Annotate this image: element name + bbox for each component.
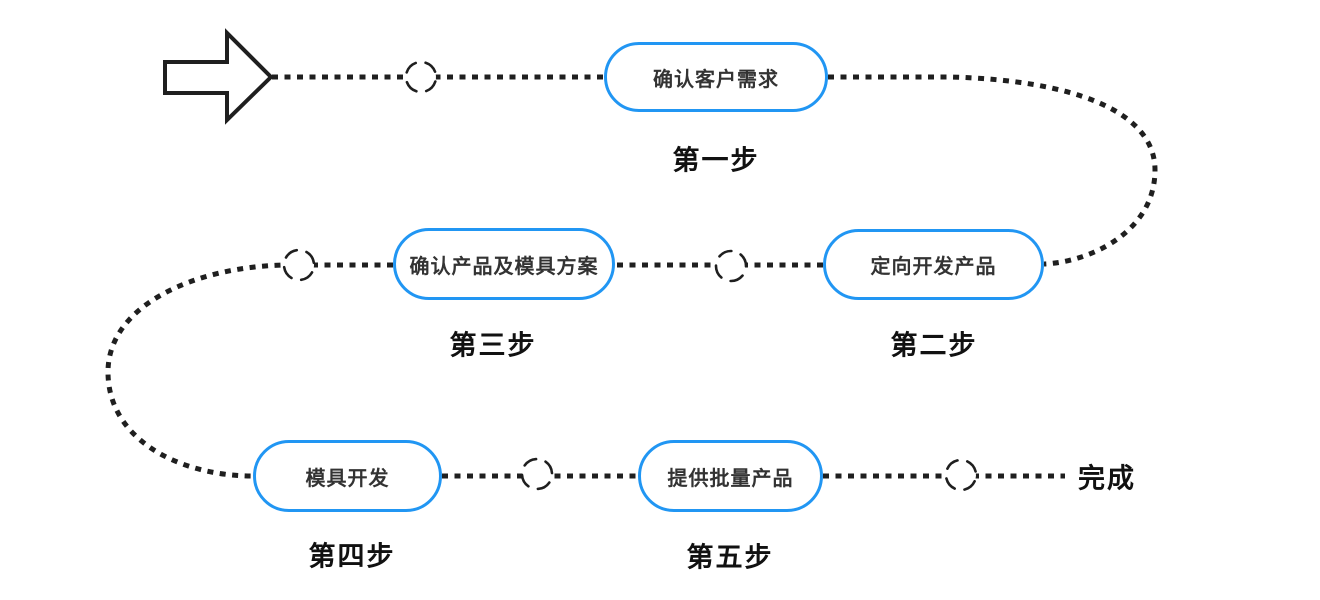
step-box-1: 确认客户需求 [604, 42, 828, 112]
step-box-4-label: 模具开发 [305, 467, 390, 490]
step-box-3-label: 确认产品及模具方案 [409, 255, 599, 278]
connector-node-icon [282, 248, 316, 282]
start-arrow-icon [163, 28, 274, 125]
step-caption-1: 第一步 [672, 145, 760, 176]
step-caption-4: 第四步 [308, 541, 396, 572]
step-box-3: 确认产品及模具方案 [393, 228, 615, 300]
step-box-5: 提供批量产品 [638, 440, 823, 512]
step-box-5-label: 提供批量产品 [667, 467, 794, 490]
finish-label: 完成 [1078, 463, 1136, 494]
connector-node-icon [404, 60, 438, 94]
step-box-2: 定向开发产品 [823, 229, 1044, 300]
step-caption-5: 第五步 [686, 542, 774, 573]
step-box-4: 模具开发 [253, 440, 442, 512]
step-caption-3: 第三步 [449, 330, 537, 361]
connector-node-icon [944, 458, 978, 492]
connector-node-icon [520, 457, 554, 491]
step-caption-2: 第二步 [890, 330, 978, 361]
step-box-2-label: 定向开发产品 [870, 256, 997, 278]
connector-node-icon [714, 249, 748, 283]
dotted-connector-curve-right [828, 74, 1158, 267]
step-box-1-label: 确认客户需求 [653, 68, 779, 91]
